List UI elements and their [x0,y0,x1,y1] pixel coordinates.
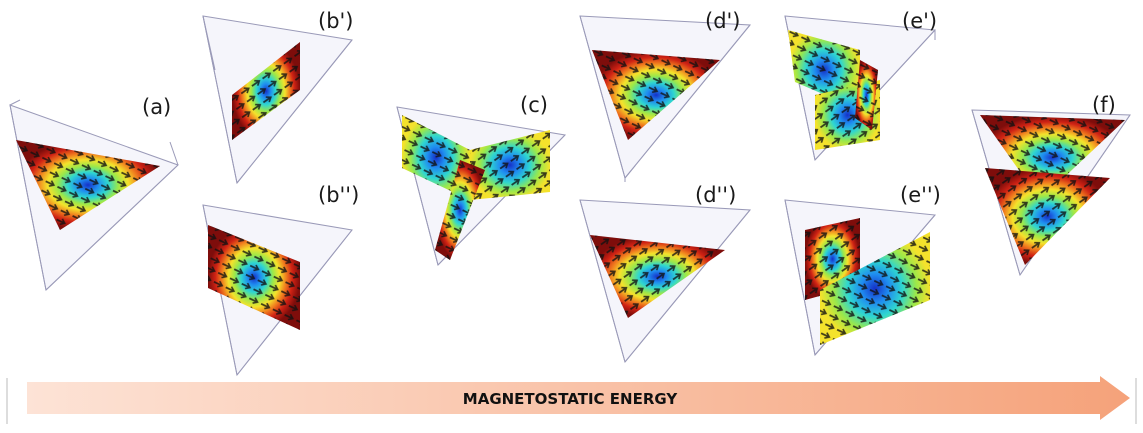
vortex-slice-a [16,140,160,230]
vortex-slice-e-prime-center [855,60,878,130]
energy-arrow: MAGNETOSTATIC ENERGY [6,376,1137,424]
panel-label-b-double-prime: (b'') [318,183,359,207]
panel-d-prime: (d') [579,9,752,182]
energy-arrow-label: MAGNETOSTATIC ENERGY [463,390,679,408]
panel-label-a: (a) [142,95,171,119]
panel-label-f: (f) [1092,93,1116,117]
panel-f: (f) [971,93,1131,277]
panel-b-double-prime: (b'') [202,183,359,377]
panel-a: (a) [9,95,179,291]
panel-label-c: (c) [520,93,548,117]
panel-label-b-prime: (b') [318,9,354,33]
vortex-slice-d-prime [592,50,720,140]
energy-arrow-shape [27,376,1130,420]
vortex-slice-c-bottom [435,160,485,260]
panel-label-d-double-prime: (d'') [695,183,736,207]
vortex-slice-c-right [470,130,550,200]
vortex-slice-b-double-prime [208,225,300,330]
vortex-slice-f-lower [985,168,1110,265]
vortex-slice-c-left [402,115,470,200]
panel-d-double-prime: (d'') [579,183,752,364]
panel-e-prime: (e') [784,9,937,162]
vortex-slice-e-double-prime-lower [820,232,930,345]
panel-e-double-prime: (e'') [784,183,941,357]
panel-label-e-double-prime: (e'') [900,183,941,207]
panel-label-e-prime: (e') [902,9,937,33]
panel-b-prime: (b') [202,9,354,185]
panel-c: (c) [396,93,567,266]
vortex-slice-d-double-prime [590,235,725,318]
panel-label-d-prime: (d') [705,9,741,33]
vortex-slice-f-upper [980,115,1125,200]
vortex-slice-b-prime [232,42,300,140]
